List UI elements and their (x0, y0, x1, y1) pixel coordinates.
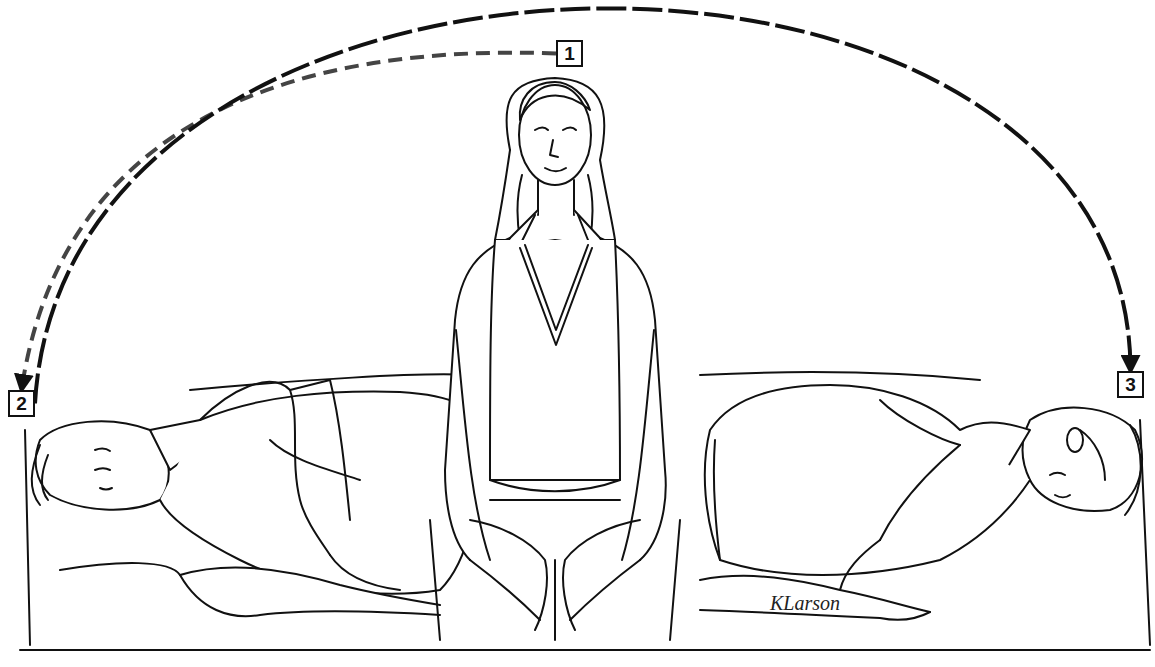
patient-lying-right-line (1067, 428, 1083, 452)
artist-signature: KLarson (770, 592, 840, 615)
exam-table-line (700, 372, 980, 380)
callout-box: 3 (1117, 371, 1144, 398)
patient-sitting-line (495, 150, 522, 240)
patient-lying-left-line (290, 380, 350, 520)
patient-lying-left-line (180, 575, 440, 616)
patient-lying-right-line (705, 385, 1030, 575)
patient-sitting-line (535, 128, 576, 130)
callout-box: 2 (8, 390, 35, 417)
callout-box: 1 (556, 40, 583, 67)
patient-lying-right-line (1023, 408, 1142, 511)
patient-lying-right-line (840, 540, 880, 590)
patient-lying-left-line (180, 568, 440, 605)
patient-sitting-line (519, 85, 591, 185)
exam-table-line (25, 430, 30, 645)
patient-lying-left-line (270, 440, 360, 480)
callout-number: 2 (16, 394, 27, 413)
callout-number: 3 (1125, 375, 1136, 394)
movement-arrow (35, 8, 1131, 403)
patient-sitting-line (545, 140, 566, 171)
patient-sitting (430, 78, 680, 640)
patient-sitting-line (506, 78, 615, 240)
patient-sitting-line (490, 240, 620, 491)
patient-sitting-line (520, 82, 590, 120)
patient-lying-right-line (1050, 473, 1070, 498)
patient-sitting-line (520, 245, 592, 345)
patient-lying-left-line (160, 392, 480, 594)
patient-lying-left-line (200, 382, 330, 555)
patient-sitting-line (538, 180, 574, 215)
patient-lying-right-line (880, 400, 960, 445)
patient-lying-right-line (714, 440, 720, 560)
patient-sitting-line (456, 330, 654, 560)
callout-number: 1 (564, 44, 575, 63)
patient-lying-left-line (60, 563, 180, 575)
patient-lying-right (700, 385, 1142, 620)
patient-lying-left-line (36, 421, 169, 509)
patient-lying-left (32, 380, 480, 616)
patient-lying-left-line (95, 449, 112, 490)
patient-lying-right-line (880, 445, 960, 540)
patient-sitting-line (490, 480, 620, 500)
movement-arrow (22, 53, 557, 390)
exam-table-line (20, 649, 1150, 651)
patient-sitting-line (430, 520, 680, 640)
patient-sitting-line (554, 560, 556, 640)
patient-lying-right-line (1080, 425, 1141, 515)
patient-lying-left-line (32, 445, 48, 505)
